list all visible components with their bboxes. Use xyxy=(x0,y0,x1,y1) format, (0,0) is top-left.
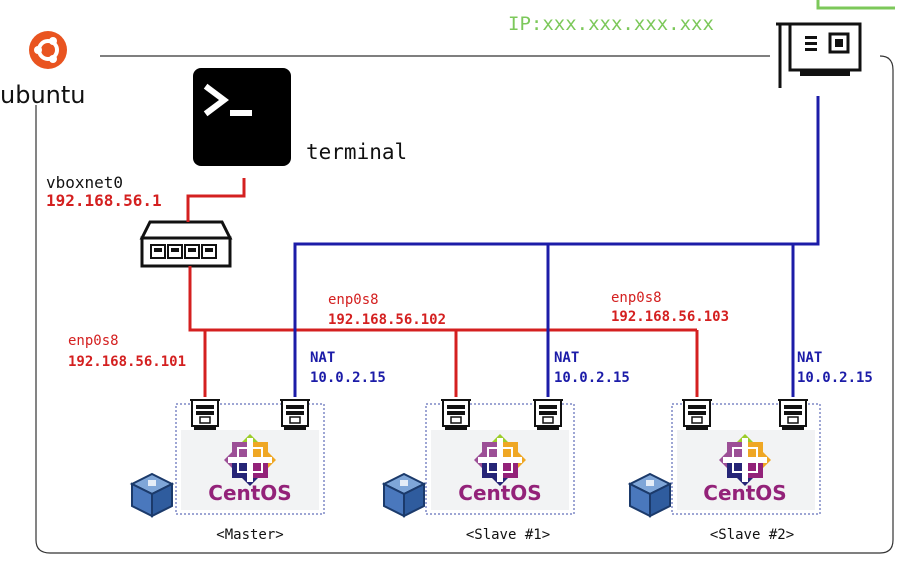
switch-icon xyxy=(139,220,233,268)
slave1-os-name: CentOS xyxy=(458,481,541,505)
master-virtualbox-icon xyxy=(131,473,173,517)
terminal-icon xyxy=(193,68,291,166)
slave2-role-label: <Slave #2> xyxy=(710,527,794,543)
master-host-only-nic-icon xyxy=(189,399,221,431)
slave1-host-only-nic-label: enp0s8 xyxy=(328,292,379,308)
slave2-nat-nic-icon xyxy=(777,399,809,431)
master-nat-nic-icon xyxy=(279,399,311,431)
slave1-nat-ip: 10.0.2.15 xyxy=(554,370,630,386)
ubuntu-logo-icon xyxy=(29,31,67,69)
slave2-os-name: CentOS xyxy=(703,481,786,505)
host-frame xyxy=(35,55,894,554)
master-nat-label: NAT xyxy=(310,350,335,366)
uplink-line xyxy=(816,0,895,10)
slave1-virtualbox-icon xyxy=(383,473,425,517)
master-role-label: <Master> xyxy=(216,527,283,543)
slave2-nat-ip: 10.0.2.15 xyxy=(797,370,873,386)
slave1-role-label: <Slave #1> xyxy=(466,527,550,543)
slave2-host-only-ip: 192.168.56.103 xyxy=(611,309,729,325)
terminal-label: terminal xyxy=(306,140,407,164)
slave2-virtualbox-icon xyxy=(629,473,671,517)
master-nat-ip: 10.0.2.15 xyxy=(310,370,386,386)
slave2-nat-label: NAT xyxy=(797,350,822,366)
master-os-name: CentOS xyxy=(208,481,291,505)
host-only-network-lines xyxy=(186,178,699,397)
slave1-host-only-nic-icon xyxy=(440,399,472,431)
master-host-only-ip: 192.168.56.101 xyxy=(68,354,186,370)
slave2-host-only-nic-icon xyxy=(681,399,713,431)
nat-network-lines xyxy=(293,96,820,397)
slave1-nat-label: NAT xyxy=(554,350,579,366)
bridge-name: vboxnet0 xyxy=(46,173,123,192)
host-os-label: ubuntu xyxy=(0,81,86,109)
slave1-nat-nic-icon xyxy=(532,399,564,431)
slave1-host-only-ip: 192.168.56.102 xyxy=(328,312,446,328)
host-nic-icon xyxy=(776,22,862,88)
bridge-ip: 192.168.56.1 xyxy=(46,191,162,210)
slave2-host-only-nic-label: enp0s8 xyxy=(611,290,662,306)
host-ip-label: IP:xxx.xxx.xxx.xxx xyxy=(508,13,714,35)
master-host-only-nic-label: enp0s8 xyxy=(68,333,119,349)
